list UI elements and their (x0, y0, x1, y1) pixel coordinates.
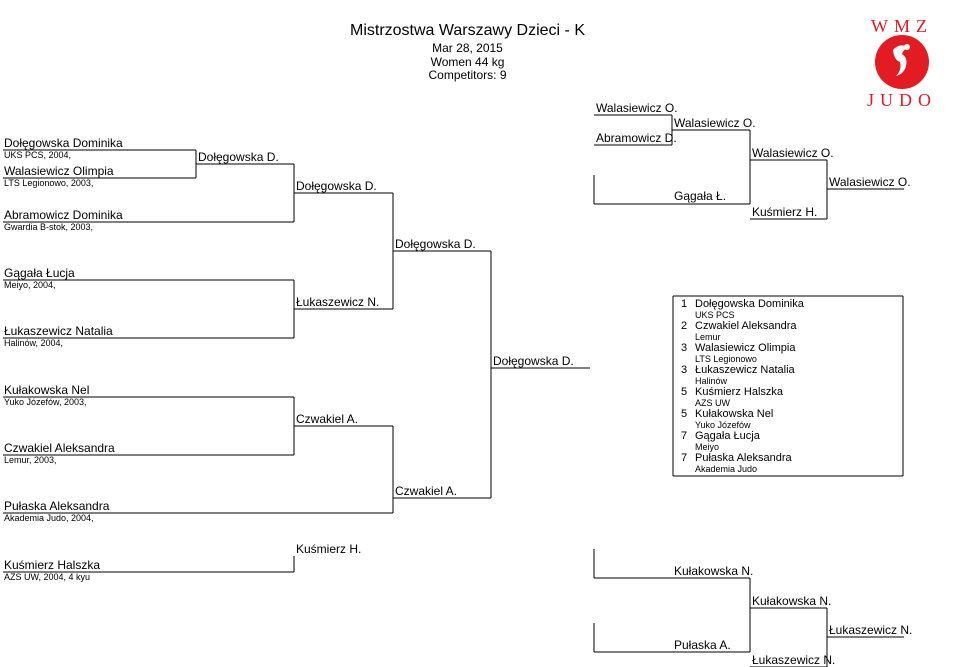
competitor-club: AZS UW, 2004, 4 kyu (4, 572, 91, 582)
page-title: Mistrzostwa Warszawy Dzieci - K (350, 22, 585, 39)
bout-winner: Łukaszewicz N. (296, 295, 380, 309)
competitor-name: Łukaszewicz Natalia (4, 324, 113, 338)
weight-category: Women 44 kg (430, 55, 505, 69)
competitor-club: Lemur, 2003, (4, 455, 57, 465)
result-name: Pułaska Aleksandra (695, 452, 792, 464)
bout-winner: Dołęgowska D. (198, 150, 279, 164)
competitor-name: Pułaska Aleksandra (4, 499, 110, 513)
repechage-name: Gągała Ł. (674, 189, 727, 203)
competitor-club: Halinów, 2004, (4, 338, 64, 348)
competitor-name: Abramowicz Dominika (4, 208, 123, 222)
logo-bottom-text: JUDO (867, 90, 937, 110)
result-club: Yuko Józefów (695, 420, 751, 430)
bout-winner: Czwakiel A. (395, 484, 458, 498)
repechage-name: Walasiewicz O. (674, 116, 756, 130)
repechage-name: Abramowicz D. (596, 131, 677, 145)
repechage-name: Pułaska A. (674, 638, 731, 652)
result-name: Łukaszewicz Natalia (695, 364, 795, 376)
competitor-name: Kuśmierz Halszka (4, 558, 101, 572)
result-name: Kuśmierz Halszka (695, 386, 784, 398)
competitor-name: Kułakowska Nel (4, 383, 90, 397)
repechage-name: Walasiewicz O. (596, 101, 678, 115)
competitor-name: Walasiewicz Olimpia (4, 164, 114, 178)
result-name: Czwakiel Aleksandra (695, 320, 797, 332)
result-club: Akademia Judo (695, 464, 758, 474)
competitor-club: UKS PCS, 2004, (4, 150, 72, 160)
bout-winner: Dołęgowska D. (395, 237, 476, 251)
event-date: Mar 28, 2015 (432, 41, 503, 55)
result-place: 7 (681, 430, 688, 442)
competitor-club: LTS Legionowo, 2003, (4, 178, 94, 188)
competitor-name: Dołęgowska Dominika (4, 136, 123, 150)
repechage-name: Kuśmierz H. (752, 205, 818, 219)
result-place: 7 (681, 452, 688, 464)
result-place: 1 (681, 298, 688, 310)
result-place: 3 (681, 364, 688, 376)
repechage-winner: Łukaszewicz N. (829, 623, 913, 637)
logo-top-text: WMZ (871, 16, 933, 36)
result-club: Halinów (695, 376, 728, 386)
final-winner: Dołęgowska D. (493, 354, 574, 368)
result-club: AZS UW (695, 398, 730, 408)
competitor-club: Meiyo, 2004, (4, 280, 56, 290)
bout-winner: Dołęgowska D. (296, 179, 377, 193)
result-name: Walasiewicz Olimpia (695, 342, 796, 354)
result-name: Dołęgowska Dominika (695, 298, 804, 310)
result-place: 5 (681, 386, 688, 398)
competitor-club: Akademia Judo, 2004, (4, 513, 94, 523)
competitors-count: Competitors: 9 (428, 68, 507, 82)
result-name: Gągała Łucja (695, 430, 760, 442)
repechage-name: Walasiewicz O. (752, 146, 834, 160)
wmz-judo-logo: WMZ JUDO (844, 2, 960, 114)
result-club: UKS PCS (695, 310, 735, 320)
result-place: 3 (681, 342, 688, 354)
result-club: Lemur (695, 332, 721, 342)
result-place: 2 (681, 320, 688, 332)
result-name: Kułakowska Nel (695, 408, 774, 420)
repechage-name: Kułakowska N. (674, 564, 754, 578)
bout-winner: Czwakiel A. (296, 412, 359, 426)
competitor-club: Yuko Józefów, 2003, (4, 397, 87, 407)
repechage-name: Kułakowska N. (752, 594, 832, 608)
competitor-name: Czwakiel Aleksandra (4, 441, 115, 455)
competitor-club: Gwardia B-stok, 2003, (4, 222, 94, 232)
result-club: LTS Legionowo (695, 354, 757, 364)
bout-winner: Kuśmierz H. (296, 542, 362, 556)
repechage-name: Łukaszewicz N. (752, 653, 836, 667)
repechage-winner: Walasiewicz O. (829, 175, 911, 189)
competitor-name: Gągała Łucja (4, 266, 75, 280)
result-club: Meiyo (695, 442, 720, 452)
result-place: 5 (681, 408, 688, 420)
